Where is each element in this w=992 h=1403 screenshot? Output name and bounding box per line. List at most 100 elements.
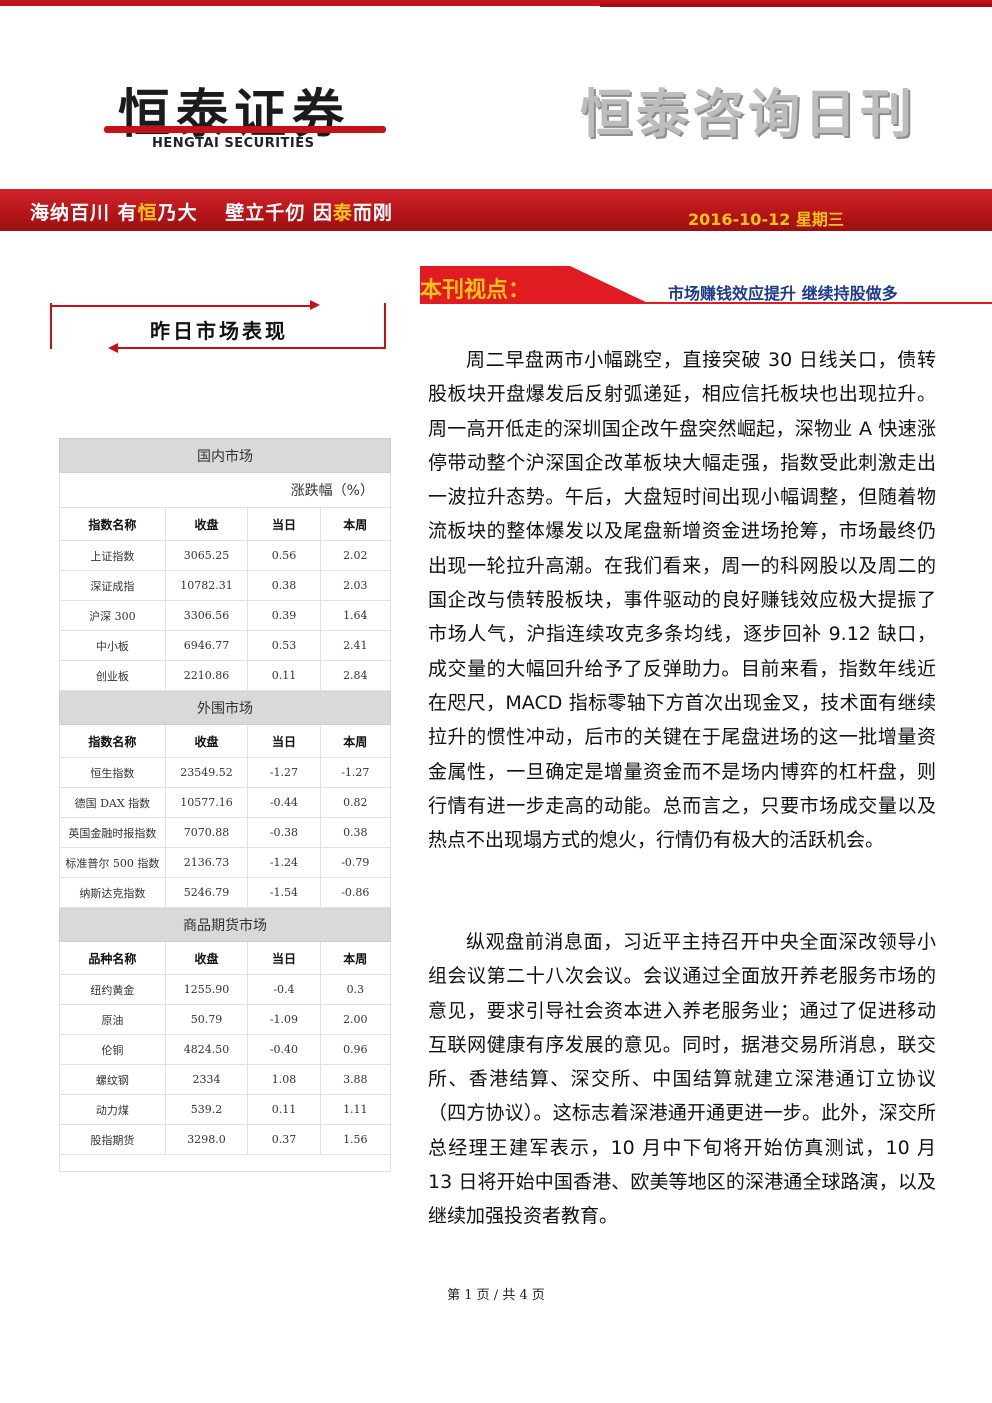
top-rule-accent: [600, 3, 992, 7]
table-cell: -0.86: [319, 877, 392, 908]
table-spacer-row: [59, 1154, 391, 1172]
table-cell: 动力煤: [59, 1094, 166, 1125]
table-cell: -0.38: [247, 817, 321, 848]
table-cell: 2.00: [319, 1004, 392, 1035]
table-cell: -1.27: [247, 757, 321, 788]
table-cell: 0.96: [319, 1034, 392, 1065]
arrow-left-icon: [108, 343, 118, 353]
column-header: 当日: [247, 941, 321, 975]
table-cell: 2.02: [319, 540, 392, 571]
table-cell: 纽约黄金: [59, 974, 166, 1005]
table-cell: 3298.0: [164, 1124, 249, 1155]
column-header: 当日: [247, 507, 321, 541]
market-section-frame: [50, 303, 386, 349]
table-cell: 纳斯达克指数: [59, 877, 166, 908]
top-rule: [0, 0, 992, 6]
table-cell: 0.38: [247, 570, 321, 601]
table-cell: 3306.56: [164, 600, 249, 631]
table-cell: -1.54: [247, 877, 321, 908]
motto-part: 而刚: [352, 202, 393, 224]
table-section-header: 商品期货市场: [59, 907, 391, 942]
table-cell: 4824.50: [164, 1034, 249, 1065]
table-cell: -0.40: [247, 1034, 321, 1065]
table-cell: 0.11: [247, 660, 321, 691]
column-header: 收盘: [164, 724, 249, 758]
column-header: 收盘: [164, 941, 249, 975]
brand-logo-en: HENGTAI SECURITIES: [152, 136, 315, 151]
table-cell: 0.39: [247, 600, 321, 631]
column-header: 指数名称: [59, 507, 166, 541]
table-cell: 0.37: [247, 1124, 321, 1155]
table-cell: 0.56: [247, 540, 321, 571]
page-footer: 第 1 页 / 共 4 页: [447, 1288, 545, 1303]
logo-swoosh-icon: [104, 126, 386, 133]
table-cell: 中小板: [59, 630, 166, 661]
table-cell: -0.79: [319, 847, 392, 878]
table-cell: 539.2: [164, 1094, 249, 1125]
table-section-header: 国内市场: [59, 438, 391, 473]
table-cell: 2210.86: [164, 660, 249, 691]
market-section-title: 昨日市场表现: [150, 319, 288, 343]
table-cell: 10782.31: [164, 570, 249, 601]
table-cell: 1.56: [319, 1124, 392, 1155]
paragraph-text: 周二早盘两市小幅跳空，直接突破 30 日线关口，债转股板块开盘爆发后反射弧递延，…: [428, 349, 936, 852]
table-cell: 股指期货: [59, 1124, 166, 1155]
table-cell: 螺纹钢: [59, 1064, 166, 1095]
motto-part: 乃大 壁立千仞 因: [157, 202, 333, 224]
viewpoint-paragraph-2: 纵观盘前消息面，习近平主持召开中央全面深改领导小组会议第二十八次会议。会议通过全…: [428, 925, 936, 1234]
motto-highlight: 泰: [332, 202, 353, 224]
table-cell: -1.24: [247, 847, 321, 878]
header-banner: [0, 189, 992, 231]
table-cell: 0.53: [247, 630, 321, 661]
table-cell: 2.84: [319, 660, 392, 691]
motto-highlight: 恒: [137, 202, 158, 224]
table-cell: 0.11: [247, 1094, 321, 1125]
arrow-right-icon: [310, 300, 320, 310]
table-cell: 沪深 300: [59, 600, 166, 631]
section-title: 商品期货市场: [59, 907, 391, 942]
column-header: 本周: [319, 724, 392, 758]
unit-label: 涨跌幅（%）: [59, 472, 391, 508]
table-cell: 50.79: [164, 1004, 249, 1035]
table-cell: 1.08: [247, 1064, 321, 1095]
viewpoint-subtitle: 市场赚钱效应提升 继续持股做多: [668, 284, 898, 303]
table-cell: 深证成指: [59, 570, 166, 601]
table-cell: 3065.25: [164, 540, 249, 571]
section-title: 外围市场: [59, 690, 391, 725]
table-cell: 上证指数: [59, 540, 166, 571]
table-cell: 伦铜: [59, 1034, 166, 1065]
table-cell: 创业板: [59, 660, 166, 691]
table-cell: 10577.16: [164, 787, 249, 818]
table-header-row: 指数名称收盘当日本周: [59, 724, 392, 758]
table-header-row: 品种名称收盘当日本周: [59, 941, 392, 975]
table-cell: -1.09: [247, 1004, 321, 1035]
table-cell: 英国金融时报指数: [59, 817, 166, 848]
viewpoint-paragraph-1: 周二早盘两市小幅跳空，直接突破 30 日线关口，债转股板块开盘爆发后反射弧递延，…: [428, 343, 936, 857]
table-cell: 恒生指数: [59, 757, 166, 788]
table-cell: 0.82: [319, 787, 392, 818]
table-cell: 0.38: [319, 817, 392, 848]
table-cell: 2.03: [319, 570, 392, 601]
table-cell: 5246.79: [164, 877, 249, 908]
motto: 海纳百川 有恒乃大 壁立千仞 因泰而刚: [30, 198, 393, 225]
table-cell: -1.27: [319, 757, 392, 788]
table-section-header: 外围市场: [59, 690, 391, 725]
viewpoint-label: 本刊视点：: [420, 278, 531, 303]
table-cell: -0.4: [247, 974, 321, 1005]
column-header: 品种名称: [59, 941, 166, 975]
table-cell: -0.44: [247, 787, 321, 818]
